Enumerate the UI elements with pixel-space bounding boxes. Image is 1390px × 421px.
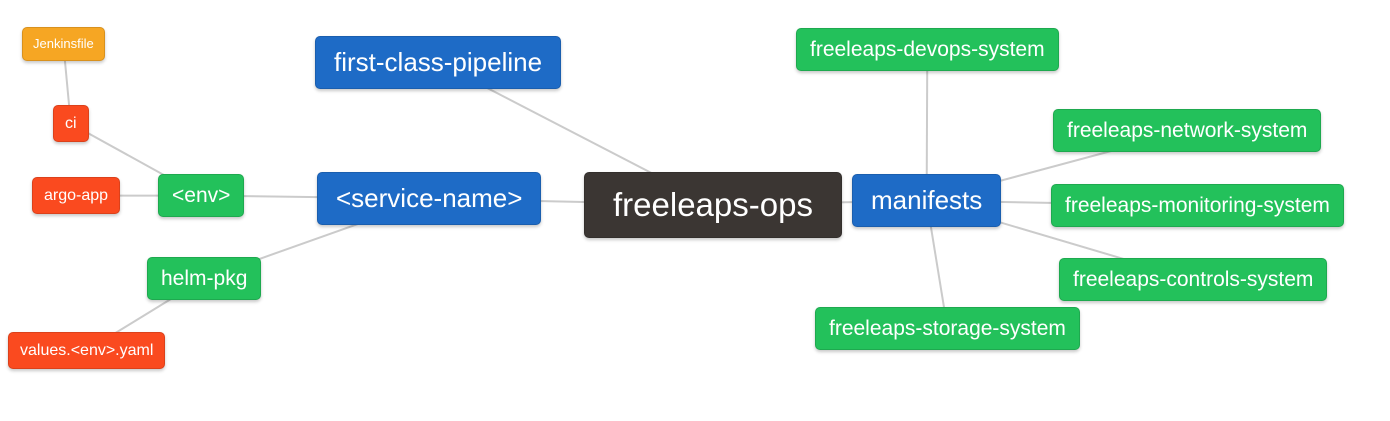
node-values-env-yaml[interactable]: values.<env>.yaml <box>8 332 166 370</box>
node-freeleaps-storage-system[interactable]: freeleaps-storage-system <box>815 307 1080 351</box>
node-freeleaps-devops-system[interactable]: freeleaps-devops-system <box>796 28 1059 72</box>
node-freeleaps-ops[interactable]: freeleaps-ops <box>584 172 842 238</box>
node-helm-pkg[interactable]: helm-pkg <box>147 257 262 301</box>
node-jenkinsfile[interactable]: Jenkinsfile <box>22 27 105 61</box>
node-ci[interactable]: ci <box>53 105 89 143</box>
node-manifests[interactable]: manifests <box>852 174 1002 228</box>
node-env[interactable]: <env> <box>158 174 245 218</box>
node-freeleaps-monitoring-system[interactable]: freeleaps-monitoring-system <box>1051 184 1344 228</box>
node-freeleaps-controls-system[interactable]: freeleaps-controls-system <box>1059 258 1328 302</box>
node-freeleaps-network-system[interactable]: freeleaps-network-system <box>1053 109 1322 153</box>
node-first-class-pipeline[interactable]: first-class-pipeline <box>315 36 562 90</box>
node-argo-app[interactable]: argo-app <box>32 177 121 215</box>
node-service-name[interactable]: <service-name> <box>317 172 542 226</box>
